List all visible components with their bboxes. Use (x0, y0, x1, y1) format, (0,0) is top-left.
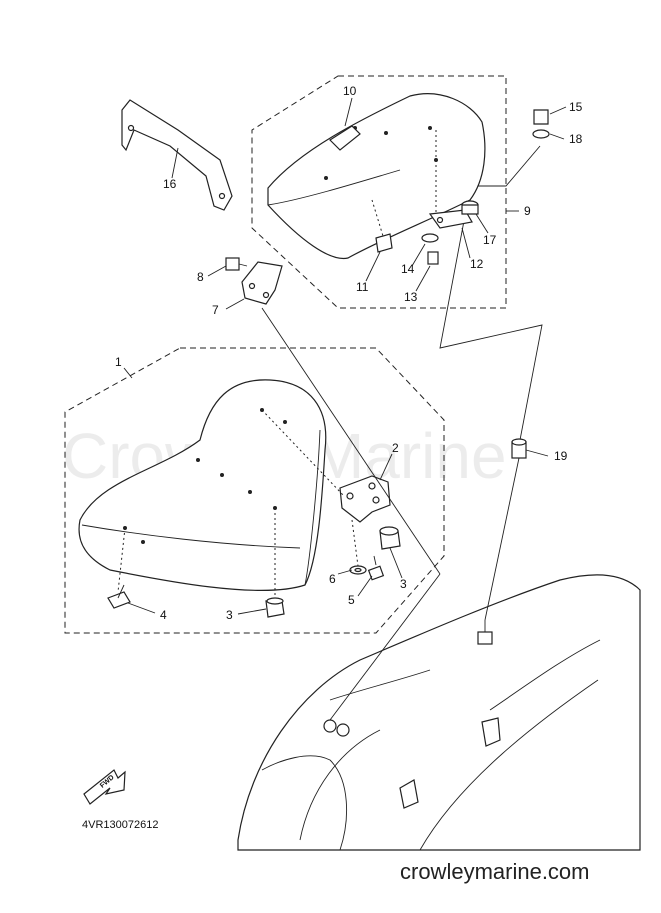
callout-19: 19 (554, 449, 568, 463)
bracket-7 (241, 261, 283, 305)
fender (237, 574, 641, 851)
callout-13: 13 (404, 290, 418, 304)
callout-8: 8 (197, 270, 204, 284)
bolt-13 (427, 251, 439, 265)
callout-12: 12 (470, 257, 484, 271)
callout-3b: 3 (400, 577, 407, 591)
bolt-8 (225, 257, 248, 271)
collar-19 (511, 438, 527, 459)
screw (477, 620, 493, 645)
rear-seat (267, 93, 486, 260)
callout-6: 6 (329, 572, 336, 586)
callout-18: 18 (569, 132, 583, 146)
callout-2: 2 (392, 441, 399, 455)
seat (78, 379, 327, 591)
callout-3a: 3 (226, 608, 233, 622)
rear-seat-group-outline (251, 75, 507, 309)
fender-fasteners (323, 719, 350, 737)
bolt-5 (367, 555, 385, 581)
callout-7: 7 (212, 303, 219, 317)
grab-rail (121, 99, 233, 211)
washer-6 (349, 565, 367, 575)
footer-site[interactable]: crowleymarine.com (400, 859, 590, 884)
callout-17: 17 (483, 233, 497, 247)
nut-11 (375, 233, 393, 253)
connector-line-9-19 (471, 145, 541, 187)
connector-line-17-19 (439, 204, 543, 441)
callout-10: 10 (343, 84, 357, 98)
callout-4: 4 (160, 608, 167, 622)
damper-pad (265, 526, 401, 618)
washer-18 (532, 129, 550, 139)
diagram-code: 4VR130072612 (82, 819, 158, 831)
seat-group-outline (64, 347, 445, 634)
bolt-4 (107, 584, 131, 609)
callout-15: 15 (569, 100, 583, 114)
callout-14: 14 (401, 262, 415, 276)
callout-16: 16 (163, 177, 177, 191)
callout-5: 5 (348, 593, 355, 607)
grab-strap (329, 125, 361, 151)
washer-14 (421, 233, 439, 243)
callout-9: 9 (524, 204, 531, 218)
callout-1: 1 (115, 355, 122, 369)
callout-11: 11 (356, 280, 369, 294)
damper-17 (461, 200, 479, 215)
fwd-arrow-icon: FWD (83, 769, 126, 805)
bolt-15 (533, 109, 549, 125)
